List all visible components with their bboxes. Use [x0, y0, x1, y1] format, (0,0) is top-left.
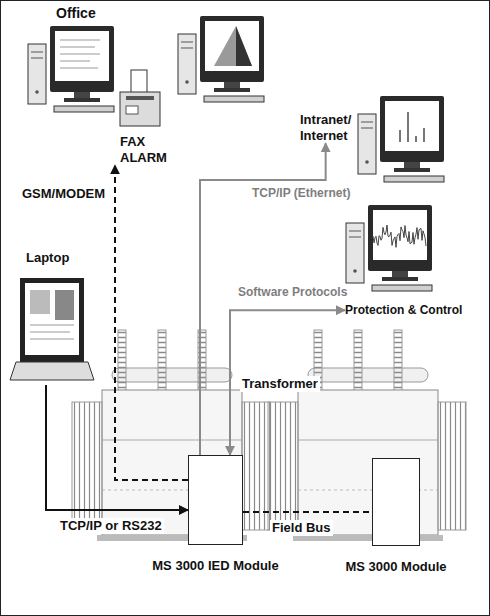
control-computer	[346, 205, 432, 291]
screen-bars	[400, 112, 424, 142]
connector	[46, 385, 188, 510]
transformer-drawing	[268, 330, 466, 541]
laptop-area: Laptop	[6, 250, 98, 385]
module-box: MS 3000 IED Module	[188, 455, 243, 545]
connector-label: TCP/IP or RS232	[58, 518, 164, 534]
node-text: MS 3000 Module	[345, 559, 446, 575]
screen-chart	[236, 26, 252, 66]
connector-label: Field Bus	[270, 520, 333, 536]
connector-label: TCP/IP (Ethernet)	[250, 186, 352, 200]
screen-chart	[214, 26, 252, 66]
intranet-computer	[178, 16, 264, 102]
connector	[243, 511, 372, 513]
network-label: Intranet/ Internet	[300, 112, 351, 143]
screen-waveform	[373, 225, 426, 247]
waveform-line	[373, 225, 426, 247]
screen-form	[60, 40, 100, 68]
connector	[230, 310, 345, 455]
node-text: Office	[56, 5, 96, 22]
connector-label: Software Protocols	[236, 285, 349, 299]
node-text: Protection & Control	[345, 303, 462, 317]
connector-label: GSM/MODEM	[20, 186, 107, 202]
part-label: Transformer	[240, 376, 320, 392]
node-text: Laptop	[26, 250, 98, 266]
device-label: FAX ALARM	[112, 134, 167, 165]
internet-computer	[358, 96, 444, 182]
fax-machine	[120, 70, 160, 126]
node-heading: Office	[56, 5, 96, 22]
node-text: Intranet/ Internet	[300, 112, 351, 143]
node-text: FAX ALARM	[120, 134, 167, 165]
node-text: MS 3000 IED Module	[152, 558, 278, 574]
connector	[115, 165, 188, 480]
laptop-computer	[10, 278, 94, 380]
office-computer	[28, 26, 114, 112]
module-box: MS 3000 Module	[372, 458, 420, 546]
station-label: Protection & Control	[345, 303, 462, 317]
